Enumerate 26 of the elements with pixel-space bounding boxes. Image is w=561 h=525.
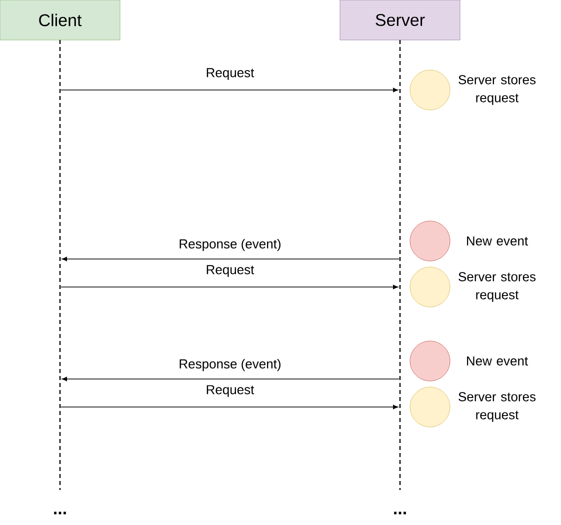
lifeline (59, 40, 61, 490)
message-arrow (62, 376, 400, 382)
message-arrow (60, 404, 398, 410)
edge-label: Request (204, 67, 256, 81)
participant-box: Server (340, 0, 460, 40)
edge-label: Request (204, 264, 256, 278)
lifeline (399, 40, 401, 490)
state-circle (410, 340, 450, 382)
participant-box: Client (0, 0, 120, 40)
state-circle (410, 220, 450, 262)
circle-caption: Server stores request (458, 75, 536, 105)
circle-caption: New event (467, 356, 528, 366)
circle-caption: Server stores request (458, 272, 536, 302)
circle-caption: Server stores request (458, 392, 536, 422)
state-circle (410, 70, 450, 110)
message-arrow (62, 256, 400, 262)
circle-caption: New event (467, 236, 528, 246)
state-circle (410, 386, 450, 428)
edge-label: Request (204, 384, 256, 398)
state-circle (410, 266, 450, 308)
message-arrow (60, 88, 398, 92)
edge-label: Response (event) (178, 238, 282, 252)
message-arrow (60, 284, 398, 290)
continuation-dots: ... (54, 512, 66, 514)
edge-label: Response (event) (178, 358, 282, 372)
continuation-dots: ... (394, 512, 406, 514)
